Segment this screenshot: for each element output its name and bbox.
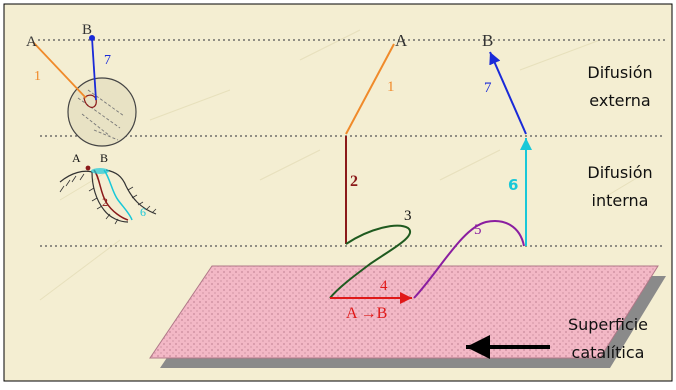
step-5-label: 5 [474, 222, 482, 238]
surface-label-line2: catalítica [572, 343, 645, 362]
path-step-5 [413, 220, 525, 299]
catalytic-surface [149, 265, 659, 359]
internal-diffusion-line1: Difusión [587, 163, 652, 182]
point-a-label: A [395, 31, 408, 50]
pore-point-a-label: A [72, 151, 81, 165]
pore-point-b-label: B [100, 151, 108, 165]
level-lines [38, 39, 665, 247]
inset-step-1-label: 1 [34, 69, 41, 84]
step-2-label: 2 [350, 173, 358, 190]
inset-step-7-path [91, 37, 97, 101]
inset-step-1-path [32, 41, 87, 99]
pore-step-6-label: 6 [140, 205, 146, 219]
particle-inset: A B 1 7 [26, 22, 137, 147]
inset-step-7-label: 7 [104, 53, 111, 68]
step-4-label: 4 [380, 278, 388, 294]
internal-diffusion-line2: interna [592, 191, 649, 210]
point-b-label: B [482, 31, 493, 50]
step-3-label: 3 [404, 208, 412, 224]
reaction-label: A →B [346, 305, 387, 322]
step-1-label: 1 [387, 79, 395, 95]
path-step-3 [329, 224, 411, 299]
pore-step-2-label: 2 [102, 195, 108, 209]
inset-point-b-label: B [82, 22, 92, 38]
step-7-label: 7 [484, 80, 492, 96]
surface-label-line1: Superficie [568, 315, 648, 334]
step-6-label: 6 [508, 176, 518, 194]
external-diffusion-line1: Difusión [587, 63, 652, 82]
particle-circle [67, 77, 137, 147]
path-step-1 [345, 43, 395, 135]
path-step-7 [489, 51, 527, 135]
pore-inset: A B 2 6 [59, 151, 157, 225]
external-diffusion-line2: externa [589, 91, 650, 110]
inset-point-a-label: A [26, 34, 37, 50]
